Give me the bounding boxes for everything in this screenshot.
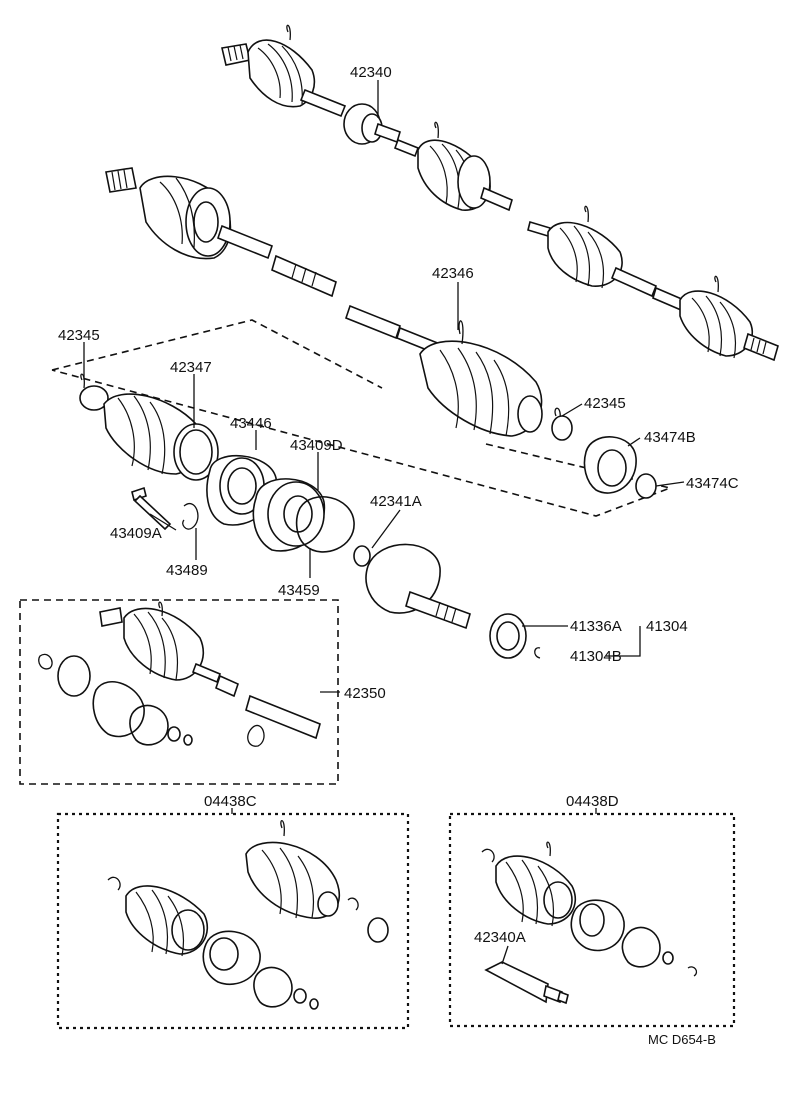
main-drive-shaft-assembly xyxy=(105,167,543,437)
label-43409A: 43409A xyxy=(110,525,162,542)
label-42341A: 42341A xyxy=(370,493,422,510)
label-42350: 42350 xyxy=(344,685,386,702)
label-43459: 43459 xyxy=(278,582,320,599)
label-43409D: 43409D xyxy=(290,437,343,454)
label-42340: 42340 xyxy=(350,64,392,81)
label-43474C: 43474C xyxy=(686,475,739,492)
upper-drive-shaft-assembly xyxy=(221,24,779,362)
exploded-view-outline xyxy=(51,319,673,517)
label-43489: 43489 xyxy=(166,562,208,579)
kit-04438D-box xyxy=(448,812,736,1028)
label-42340A: 42340A xyxy=(474,929,526,946)
exploded-parts xyxy=(79,373,657,659)
kit-04438D-parts xyxy=(481,841,698,1005)
label-04438D: 04438D xyxy=(566,793,619,810)
label-42347: 42347 xyxy=(170,359,212,376)
label-41304B: 41304B xyxy=(570,648,622,665)
label-42345-left: 42345 xyxy=(58,327,100,344)
leader-lines xyxy=(83,80,685,965)
label-04438C: 04438C xyxy=(204,793,257,810)
kit-04438C-box xyxy=(56,812,410,1030)
label-42346: 42346 xyxy=(432,265,474,282)
kit-04438C-parts xyxy=(107,820,389,1010)
label-43474B: 43474B xyxy=(644,429,696,446)
label-41336A: 41336A xyxy=(570,618,622,635)
part-labels: 42340 42346 42345 42347 43446 43409D 423… xyxy=(58,64,739,1047)
kit-42350-parts xyxy=(38,601,321,747)
label-42345-right: 42345 xyxy=(584,395,626,412)
label-43446: 43446 xyxy=(230,415,272,432)
footer-code: MC D654-B xyxy=(648,1032,716,1047)
label-41304: 41304 xyxy=(646,618,688,635)
